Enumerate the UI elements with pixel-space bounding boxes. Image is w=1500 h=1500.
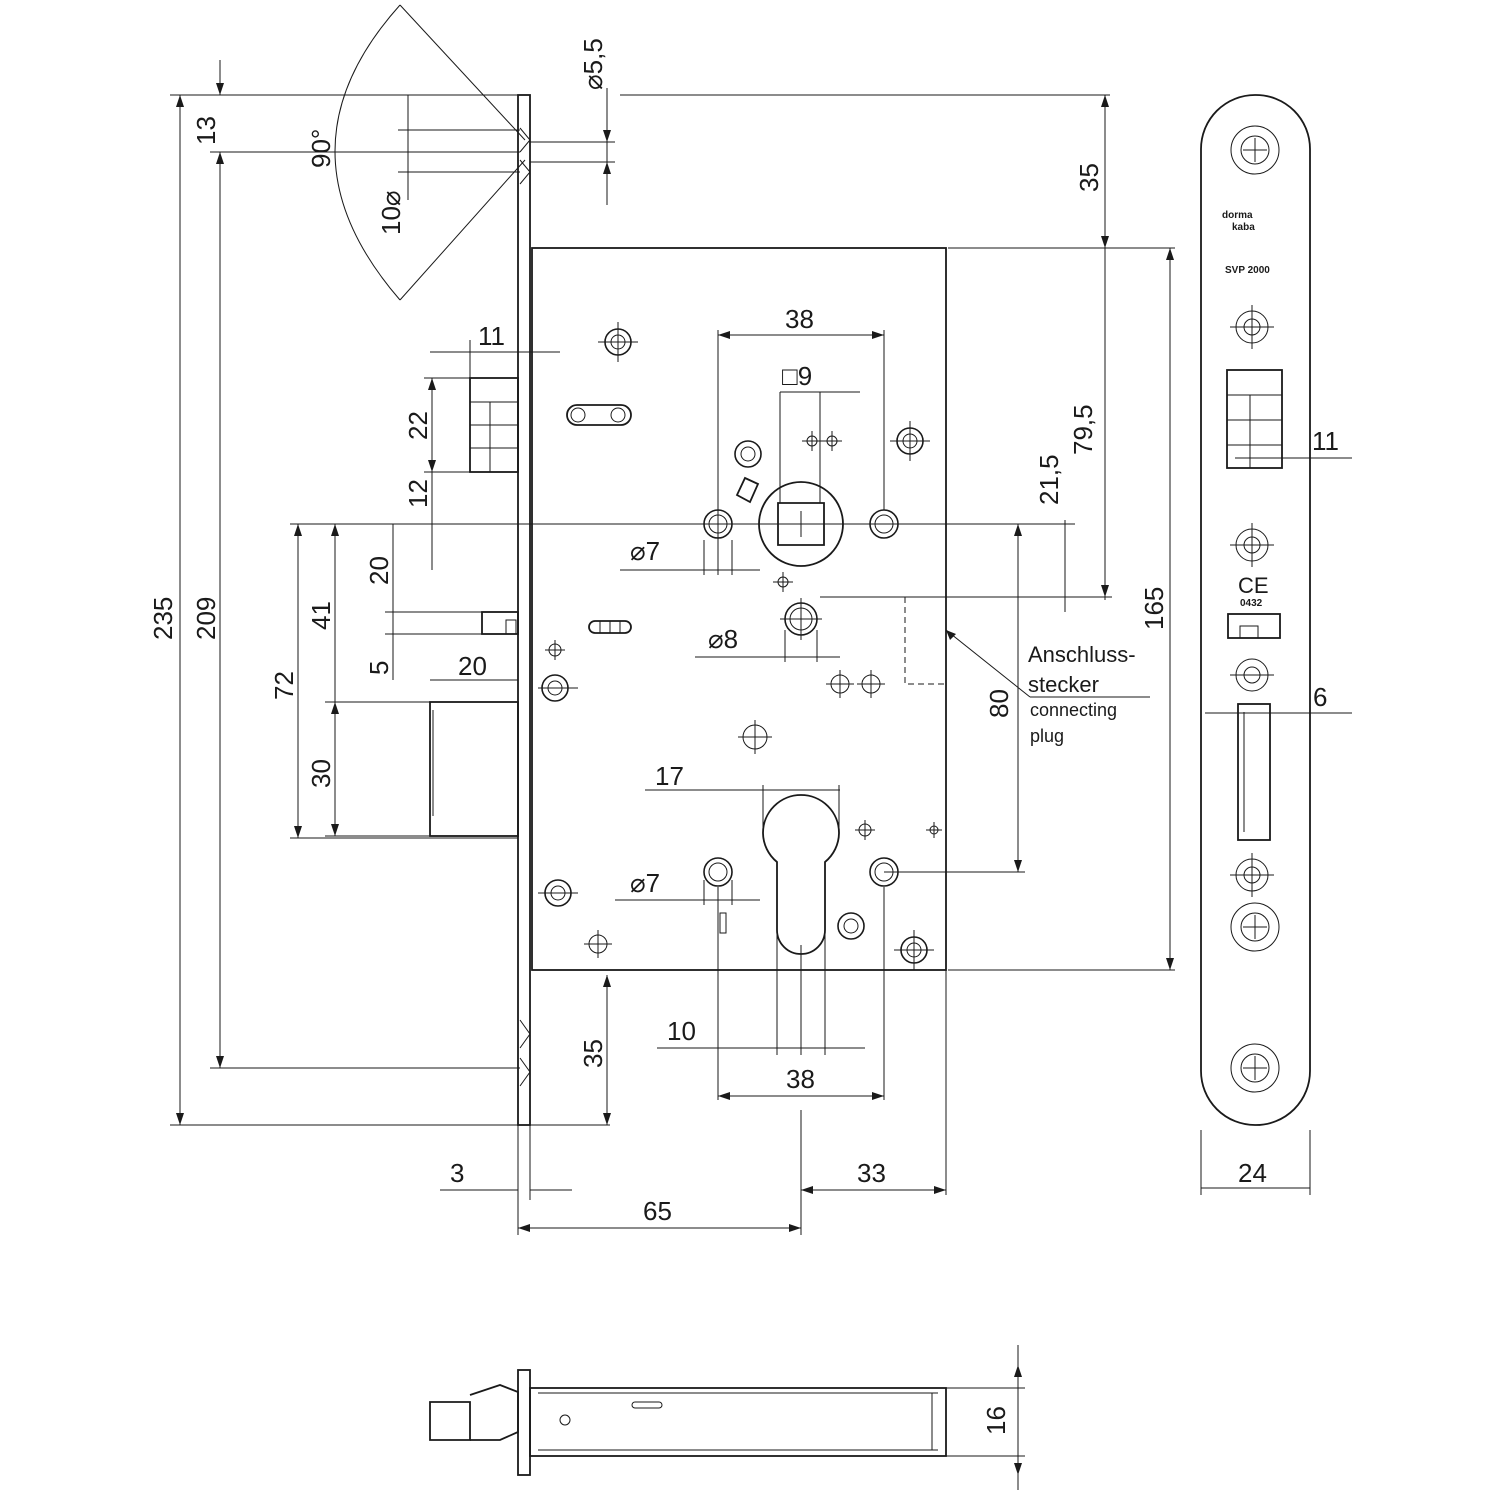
label-connecting: connecting [1030, 700, 1117, 720]
forend-side-view [517, 94, 531, 1126]
dim-35-bottom: 35 [578, 1039, 608, 1068]
brand-dorma: dorma [1222, 210, 1253, 221]
dim-12: 12 [403, 479, 433, 508]
ce-number: 0432 [1240, 598, 1263, 609]
small-holes [545, 431, 942, 958]
label-anschlussstecker-2: stecker [1028, 672, 1099, 697]
dim-3: 3 [450, 1158, 464, 1188]
cam-slot [735, 476, 760, 504]
dim-22: 22 [403, 411, 433, 440]
hole-d7-bottom-left [703, 857, 733, 887]
dim-41: 41 [306, 601, 336, 630]
screw-bottom-left [538, 879, 578, 907]
slot-top [566, 404, 632, 426]
dim-38-bottom: 38 [786, 1064, 815, 1094]
latch-bolt [469, 377, 519, 473]
dim-diameter-8: ⌀8 [708, 624, 738, 654]
screw-hole-1 [1230, 305, 1274, 349]
ce-mark: CE [1238, 573, 1269, 598]
forend-faceplate: dorma kaba SVP 2000 11 CE 0432 [1200, 94, 1352, 1195]
screw-bottom-right [894, 930, 934, 970]
dim-diameter-7-top: ⌀7 [630, 536, 660, 566]
screw-near-follower [734, 440, 762, 468]
aux-latch-opening [1227, 613, 1281, 639]
dim-38-top: 38 [785, 304, 814, 334]
dim-square-9: □9 [782, 361, 812, 391]
dim-80: 80 [984, 689, 1014, 718]
dim-16: 16 [981, 1406, 1011, 1435]
label-plug: plug [1030, 726, 1064, 746]
dim-10-horizontal: 10 [667, 1016, 696, 1046]
auxiliary-latch [481, 611, 519, 635]
dim-165: 165 [1139, 587, 1169, 630]
dim-235: 235 [148, 597, 178, 640]
screw-mid-left [538, 674, 578, 702]
screw-top-right [890, 421, 930, 461]
dim-20-horizontal: 20 [458, 651, 487, 681]
screw-bottom-mid [837, 912, 865, 940]
profile-cylinder-cutout [762, 794, 840, 955]
dimension-arrows [176, 83, 1174, 1475]
dim-6: 6 [1313, 682, 1327, 712]
dim-5: 5 [364, 661, 394, 675]
screw-hole-2 [1230, 523, 1274, 567]
dim-65: 65 [643, 1196, 672, 1226]
dimension-texts: ⌀5,5 13 90° 10⌀ 235 209 11 22 12 20 41 7… [148, 38, 1169, 1226]
dim-diameter-7-bottom: ⌀7 [630, 868, 660, 898]
section-view: 16 [429, 1345, 1025, 1490]
screw-hole-4 [1230, 853, 1274, 897]
torx-screw-middle [1230, 902, 1280, 952]
dim-24: 24 [1238, 1158, 1267, 1188]
dim-209: 209 [191, 597, 221, 640]
screw-hole-3 [1230, 658, 1274, 692]
brand-kaba: kaba [1232, 222, 1255, 233]
dim-33: 33 [857, 1158, 886, 1188]
model-name: SVP 2000 [1225, 265, 1270, 276]
connecting-plug-outline [904, 596, 947, 685]
torx-screw-top [1230, 125, 1280, 175]
dim-20-vertical: 20 [364, 556, 394, 585]
dim-17: 17 [655, 761, 684, 791]
dim-35-top: 35 [1074, 163, 1104, 192]
dim-79-5: 79,5 [1068, 404, 1098, 455]
slot-middle [588, 620, 632, 634]
label-anschlussstecker-1: Anschluss- [1028, 642, 1136, 667]
bolt-opening [1237, 703, 1271, 841]
deadbolt [429, 701, 519, 837]
hole-d8 [780, 598, 822, 640]
dim-21-5: 21,5 [1034, 454, 1064, 505]
dim-72: 72 [269, 671, 299, 700]
dim-30: 30 [306, 759, 336, 788]
dim-10-diameter: 10⌀ [376, 190, 406, 235]
dim-5-5: ⌀5,5 [578, 38, 608, 90]
latch-opening [1226, 369, 1283, 469]
dim-90-degrees: 90° [306, 129, 336, 168]
dim-13: 13 [191, 116, 221, 145]
dim-11-faceplate: 11 [1312, 426, 1339, 456]
screw-top-left [598, 322, 638, 362]
dim-11-top: 11 [478, 321, 505, 351]
torx-screw-bottom [1230, 1043, 1280, 1093]
dimension-lines [170, 4, 1175, 1235]
